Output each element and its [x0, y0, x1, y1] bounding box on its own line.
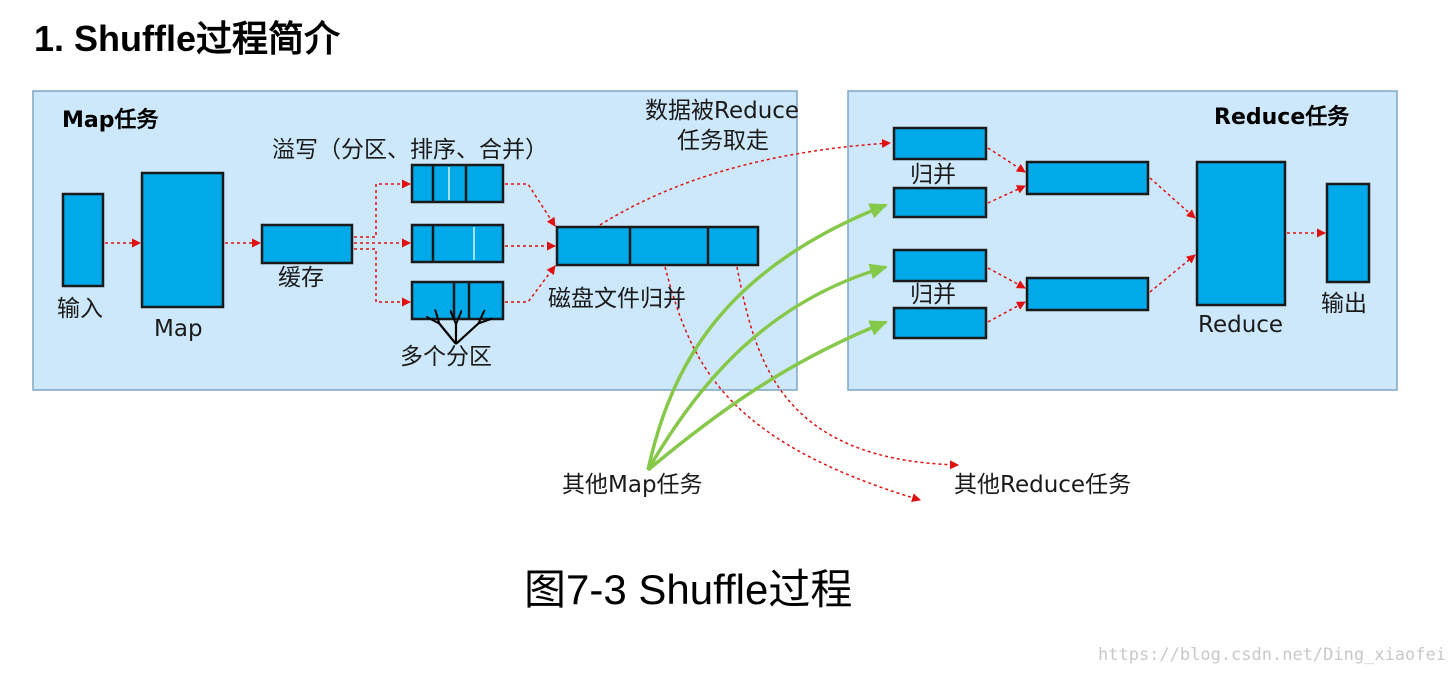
fetched-segment-1	[892, 126, 988, 161]
map-flow-arrows	[105, 179, 556, 307]
map-box	[140, 171, 225, 309]
spill-file-1	[410, 163, 505, 204]
map-label: Map	[154, 316, 203, 342]
figure-caption: 图7-3 Shuffle过程	[524, 566, 853, 613]
merged-segment-top	[1025, 160, 1150, 196]
other-map-arrows	[646, 203, 888, 472]
merged-segment-bottom	[1025, 276, 1150, 312]
reduce-task-title: Reduce任务	[1214, 104, 1350, 130]
spill-file-2	[410, 223, 505, 264]
reduce-box	[1195, 160, 1287, 307]
other-map-label: 其他Map任务	[562, 472, 703, 498]
fetch-label-line2: 任务取走	[677, 128, 769, 154]
reduce-flow-arrows	[987, 147, 1326, 323]
fetched-segment-4	[892, 306, 988, 340]
merge-label-top: 归并	[910, 162, 956, 188]
output-box	[1325, 182, 1371, 284]
fetched-segment-3	[892, 248, 988, 283]
reduce-label: Reduce	[1198, 312, 1283, 338]
cache-label: 缓存	[278, 265, 324, 291]
merge-label-bottom: 归并	[910, 282, 956, 308]
partition-pointer-arrows	[438, 322, 480, 345]
partitions-label: 多个分区	[400, 344, 492, 370]
input-box	[61, 192, 105, 288]
merged-disk-file	[555, 225, 760, 267]
disk-merge-label: 磁盘文件归并	[548, 286, 686, 312]
map-task-title: Map任务	[62, 107, 159, 133]
spill-file-3	[410, 280, 505, 321]
fetched-segment-2	[892, 186, 988, 219]
fetch-arrows	[599, 139, 959, 503]
input-label: 输入	[57, 296, 103, 322]
other-reduce-label: 其他Reduce任务	[954, 472, 1131, 498]
reduce-task-panel	[847, 90, 1398, 391]
output-label: 输出	[1321, 291, 1367, 317]
spill-label: 溢写（分区、排序、合并）	[272, 137, 548, 163]
watermark: https://blog.csdn.net/Ding_xiaofei	[1098, 645, 1446, 665]
cache-box	[260, 223, 354, 265]
page-heading: 1. Shuffle过程简介	[34, 18, 341, 59]
fetch-label-line1: 数据被Reduce	[645, 98, 799, 124]
